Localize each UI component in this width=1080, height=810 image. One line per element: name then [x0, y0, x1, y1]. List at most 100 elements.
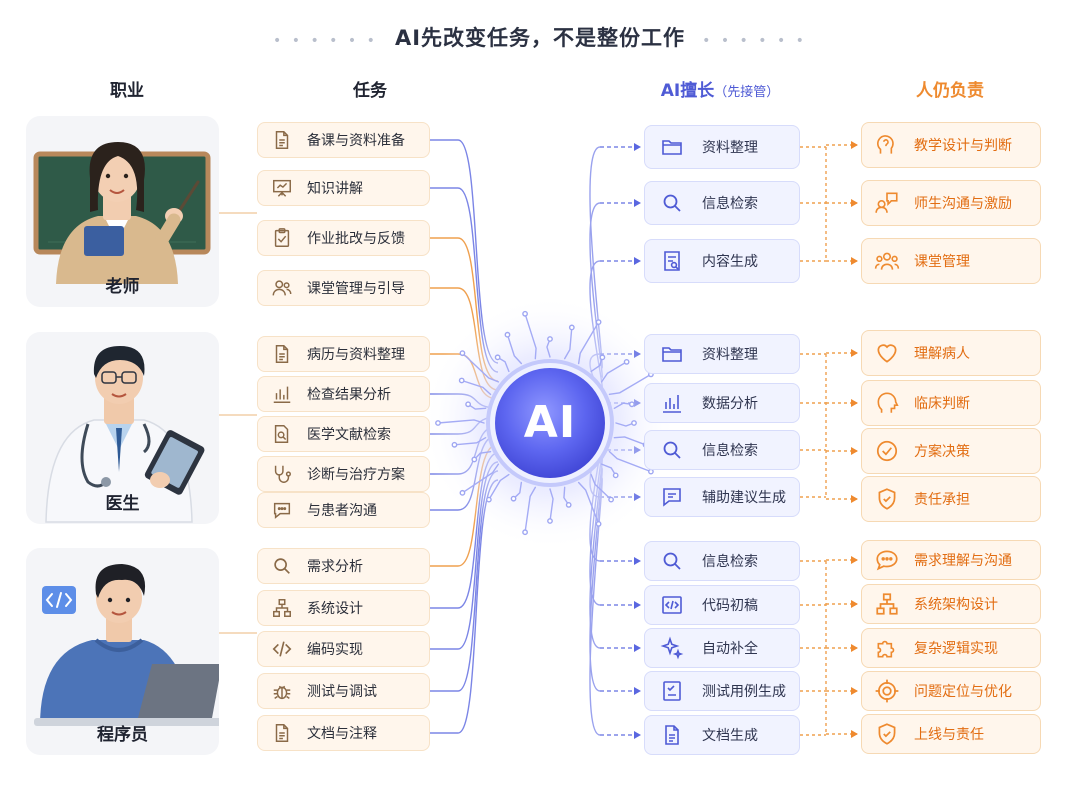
task-item: 知识讲解 — [257, 170, 430, 206]
circuit-node — [568, 324, 575, 331]
search-icon — [271, 555, 293, 577]
search-icon — [660, 438, 684, 462]
circuit-trace — [488, 473, 510, 501]
stethoscope-icon — [271, 463, 293, 485]
code-file-icon — [660, 593, 684, 617]
users-icon — [271, 277, 293, 299]
header-ai-main: AI擅长 — [660, 81, 715, 101]
search-icon — [660, 549, 684, 573]
circuit-node — [565, 501, 572, 508]
human-task-item: 系统架构设计 — [861, 584, 1041, 624]
ai-task-item: 信息检索 — [644, 181, 800, 225]
human-task-item: 上线与责任 — [861, 714, 1041, 754]
check-circle-icon — [874, 438, 900, 464]
circuit-node — [522, 529, 528, 536]
folder-icon — [660, 135, 684, 159]
ai-task-item: 文档生成 — [644, 715, 800, 755]
circuit-node — [522, 310, 528, 317]
circuit-trace — [577, 321, 600, 365]
ai-task-item: 测试用例生成 — [644, 671, 800, 711]
circuit-node — [451, 441, 458, 448]
circuit-node — [612, 472, 619, 479]
document-icon — [271, 129, 293, 151]
header-human: 人仍负责 — [916, 81, 984, 101]
people-chat-icon — [874, 190, 900, 216]
doctor-illustration — [45, 346, 205, 523]
task-item: 文档与注释 — [257, 715, 430, 751]
task-item: 诊断与治疗方案 — [257, 456, 430, 492]
ai-task-item: 内容生成 — [644, 239, 800, 283]
circuit-node — [459, 489, 466, 496]
header-ai-sub: （先接管） — [714, 85, 780, 100]
task-item: 与患者沟通 — [257, 492, 430, 528]
human-task-item: 课堂管理 — [861, 238, 1041, 284]
circuit-node — [504, 331, 511, 338]
shield-check-icon — [874, 486, 900, 512]
circuit-trace — [453, 436, 487, 446]
clipboard-check-icon — [271, 227, 293, 249]
task-item: 系统设计 — [257, 590, 430, 626]
puzzle-icon — [874, 635, 900, 661]
hierarchy-icon — [874, 591, 900, 617]
task-item: 作业批改与反馈 — [257, 220, 430, 256]
profession-card-doctor: 医生 — [26, 332, 219, 524]
task-item: 备课与资料准备 — [257, 122, 430, 158]
heart-icon — [874, 340, 900, 366]
bar-chart-icon — [271, 383, 293, 405]
task-item: 需求分析 — [257, 548, 430, 584]
ai-task-item: 资料整理 — [644, 334, 800, 374]
title-dots-right: • • • • • • — [702, 32, 807, 49]
circuit-trace — [461, 352, 500, 383]
ai-task-item: 信息检索 — [644, 430, 800, 470]
circuit-node — [628, 401, 635, 408]
circuit-node — [435, 420, 441, 426]
page-title: AI先改变任务，不是整份工作 — [394, 26, 686, 50]
circuit-node — [608, 496, 615, 503]
circuit-trace — [524, 486, 537, 533]
profession-label: 老师 — [105, 277, 140, 297]
code-icon — [271, 638, 293, 660]
circuit-node — [458, 377, 465, 384]
document-search-icon — [271, 423, 293, 445]
circuit-trace — [461, 379, 492, 396]
circuit-node — [595, 319, 602, 325]
profession-label: 程序员 — [97, 725, 148, 745]
ai-task-item: 信息检索 — [644, 541, 800, 581]
ai-task-item: 辅助建议生成 — [644, 477, 800, 517]
task-item: 医学文献检索 — [257, 416, 430, 452]
search-icon — [660, 191, 684, 215]
teacher-illustration — [33, 142, 211, 284]
ai-hub-label: AI — [523, 397, 577, 448]
content-generate-icon — [660, 249, 684, 273]
circuit-node — [623, 358, 630, 365]
message-icon — [660, 485, 684, 509]
task-item: 课堂管理与引导 — [257, 270, 430, 306]
human-task-item: 师生沟通与激励 — [861, 180, 1041, 226]
circuit-trace — [608, 450, 652, 473]
circuit-node — [459, 350, 466, 357]
bar-chart-icon — [660, 391, 684, 415]
document-icon — [271, 722, 293, 744]
circuit-node — [648, 468, 654, 475]
ai-task-item: 数据分析 — [644, 383, 800, 423]
hierarchy-icon — [271, 597, 293, 619]
ai-hub — [422, 295, 678, 551]
circuit-trace — [600, 361, 628, 383]
profession-label: 医生 — [105, 494, 140, 514]
head-thinking-icon — [874, 132, 900, 158]
circuit-trace — [506, 334, 523, 365]
human-task-item: 需求理解与沟通 — [861, 540, 1041, 580]
circuit-node — [547, 336, 553, 342]
circuit-trace — [549, 488, 554, 522]
ai-task-item: 自动补全 — [644, 628, 800, 668]
header-tasks: 任务 — [353, 81, 387, 101]
circuit-node — [494, 354, 501, 361]
sparkle-icon — [660, 636, 684, 660]
header-profession: 职业 — [110, 81, 144, 101]
header-ai: AI擅长（先接管） — [640, 76, 800, 101]
circuit-trace — [461, 463, 500, 494]
group-icon — [874, 248, 900, 274]
ai-task-item: 资料整理 — [644, 125, 800, 169]
circuit-trace — [608, 373, 652, 396]
circuit-node — [465, 401, 472, 408]
